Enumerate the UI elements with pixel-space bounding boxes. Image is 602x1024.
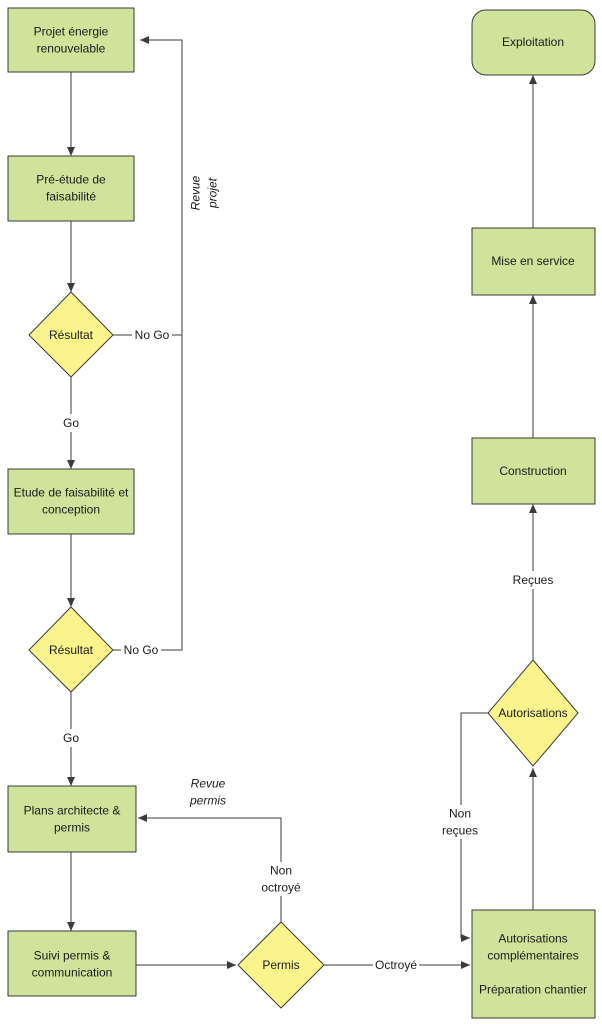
node-label: Plans architecte &permis (24, 804, 121, 835)
node-shape (471, 9, 596, 76)
label-no-go-1: No Go (135, 328, 170, 342)
decision-permis: Permis (237, 921, 325, 1009)
decision-shape (487, 659, 579, 767)
node-shape (471, 227, 596, 296)
node-shape (471, 437, 596, 505)
decision-label: Permis (262, 958, 299, 972)
node-plans-architecte: Plans architecte &permis (7, 785, 137, 853)
label-go-2: Go (63, 731, 79, 745)
label-octroye: Octroyé (375, 958, 417, 972)
label-no-go-2: No Go (124, 643, 159, 657)
decision-shape (28, 291, 114, 378)
label-go-1: Go (63, 416, 79, 430)
decision-label: Résultat (49, 328, 94, 342)
node-label: Suivi permis &communication (32, 949, 113, 980)
node-shape (7, 468, 135, 535)
node-mise-en-service: Mise en service (471, 227, 596, 296)
decision-label: Autorisations (498, 706, 567, 720)
node-label: Construction (499, 464, 566, 478)
node-label: Exploitation (502, 35, 564, 49)
decision-resultat-2: Résultat (28, 606, 114, 693)
decision-shape (28, 606, 114, 693)
node-construction: Construction (471, 437, 596, 505)
label-recues: Reçues (513, 573, 554, 587)
node-shape (7, 785, 137, 853)
node-shape (471, 909, 596, 1019)
edge-permis-non-octroye (138, 814, 282, 922)
node-shape (7, 155, 135, 222)
node-shape (7, 930, 137, 997)
node-suivi-permis: Suivi permis &communication (7, 930, 137, 997)
decision-autorisations: Autorisations (487, 659, 579, 767)
node-label: Mise en service (491, 254, 575, 268)
decision-shape (237, 921, 325, 1009)
node-shape (7, 7, 135, 73)
decision-resultat-1: Résultat (28, 291, 114, 378)
node-exploitation: Exploitation (471, 9, 596, 76)
decision-label: Résultat (49, 643, 94, 657)
